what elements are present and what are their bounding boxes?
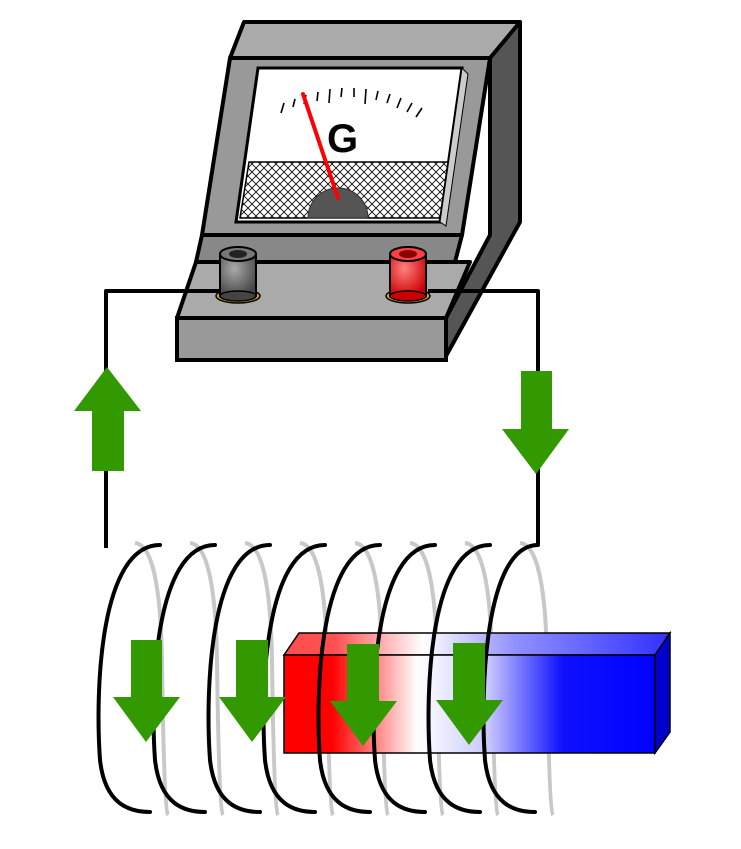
terminal-right xyxy=(385,246,431,304)
down-arrow-icon xyxy=(113,640,180,742)
galvanometer: G xyxy=(175,20,522,362)
current-arrows xyxy=(74,367,569,474)
coil-turn xyxy=(316,543,382,814)
galvanometer-label: G xyxy=(327,117,358,161)
coil-turn xyxy=(426,543,492,814)
galvanometer-top xyxy=(228,20,522,60)
down-arrow-icon xyxy=(502,371,569,474)
field-arrows xyxy=(113,640,503,746)
needle-pivot xyxy=(307,187,369,219)
galvanometer-base-front xyxy=(175,316,448,362)
coil-turn xyxy=(96,543,162,814)
up-arrow-icon xyxy=(74,367,141,471)
down-arrow-icon xyxy=(219,640,286,742)
magnet-end xyxy=(654,630,671,756)
galvanometer-needle xyxy=(301,92,340,200)
coil-turn xyxy=(206,543,272,814)
down-arrow-icon xyxy=(436,643,503,745)
terminal-left xyxy=(215,246,261,304)
down-arrow-icon xyxy=(330,644,397,746)
